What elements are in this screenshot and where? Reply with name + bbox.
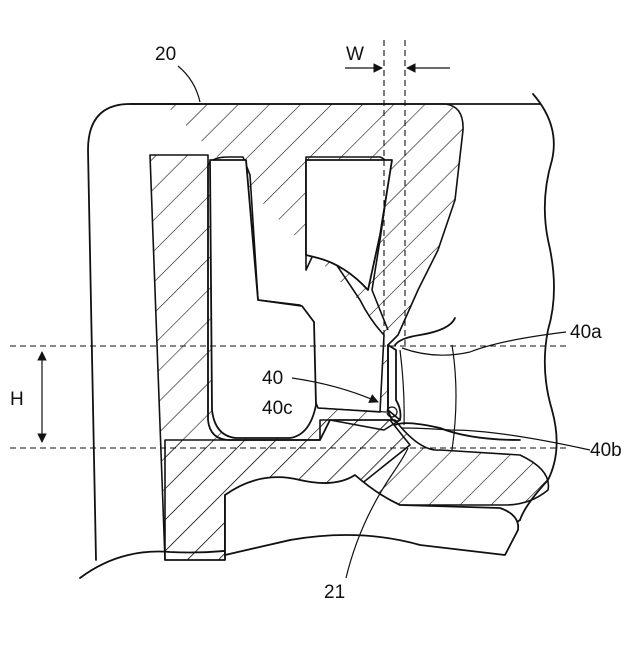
label-21: 21 — [324, 582, 345, 603]
label-20: 20 — [155, 44, 176, 65]
leader-20 — [178, 66, 200, 102]
label-H: H — [10, 389, 24, 410]
label-40: 40 — [262, 368, 283, 389]
shaft-guide-right — [452, 345, 456, 450]
leader-40a — [402, 332, 566, 355]
label-40c: 40c — [262, 398, 293, 419]
label-W: W — [346, 44, 364, 65]
lip-contact-lower — [395, 423, 520, 440]
label-40a: 40a — [570, 322, 602, 343]
lip-tip — [388, 345, 401, 421]
right-break-line — [520, 94, 557, 520]
label-40b: 40b — [590, 440, 622, 461]
